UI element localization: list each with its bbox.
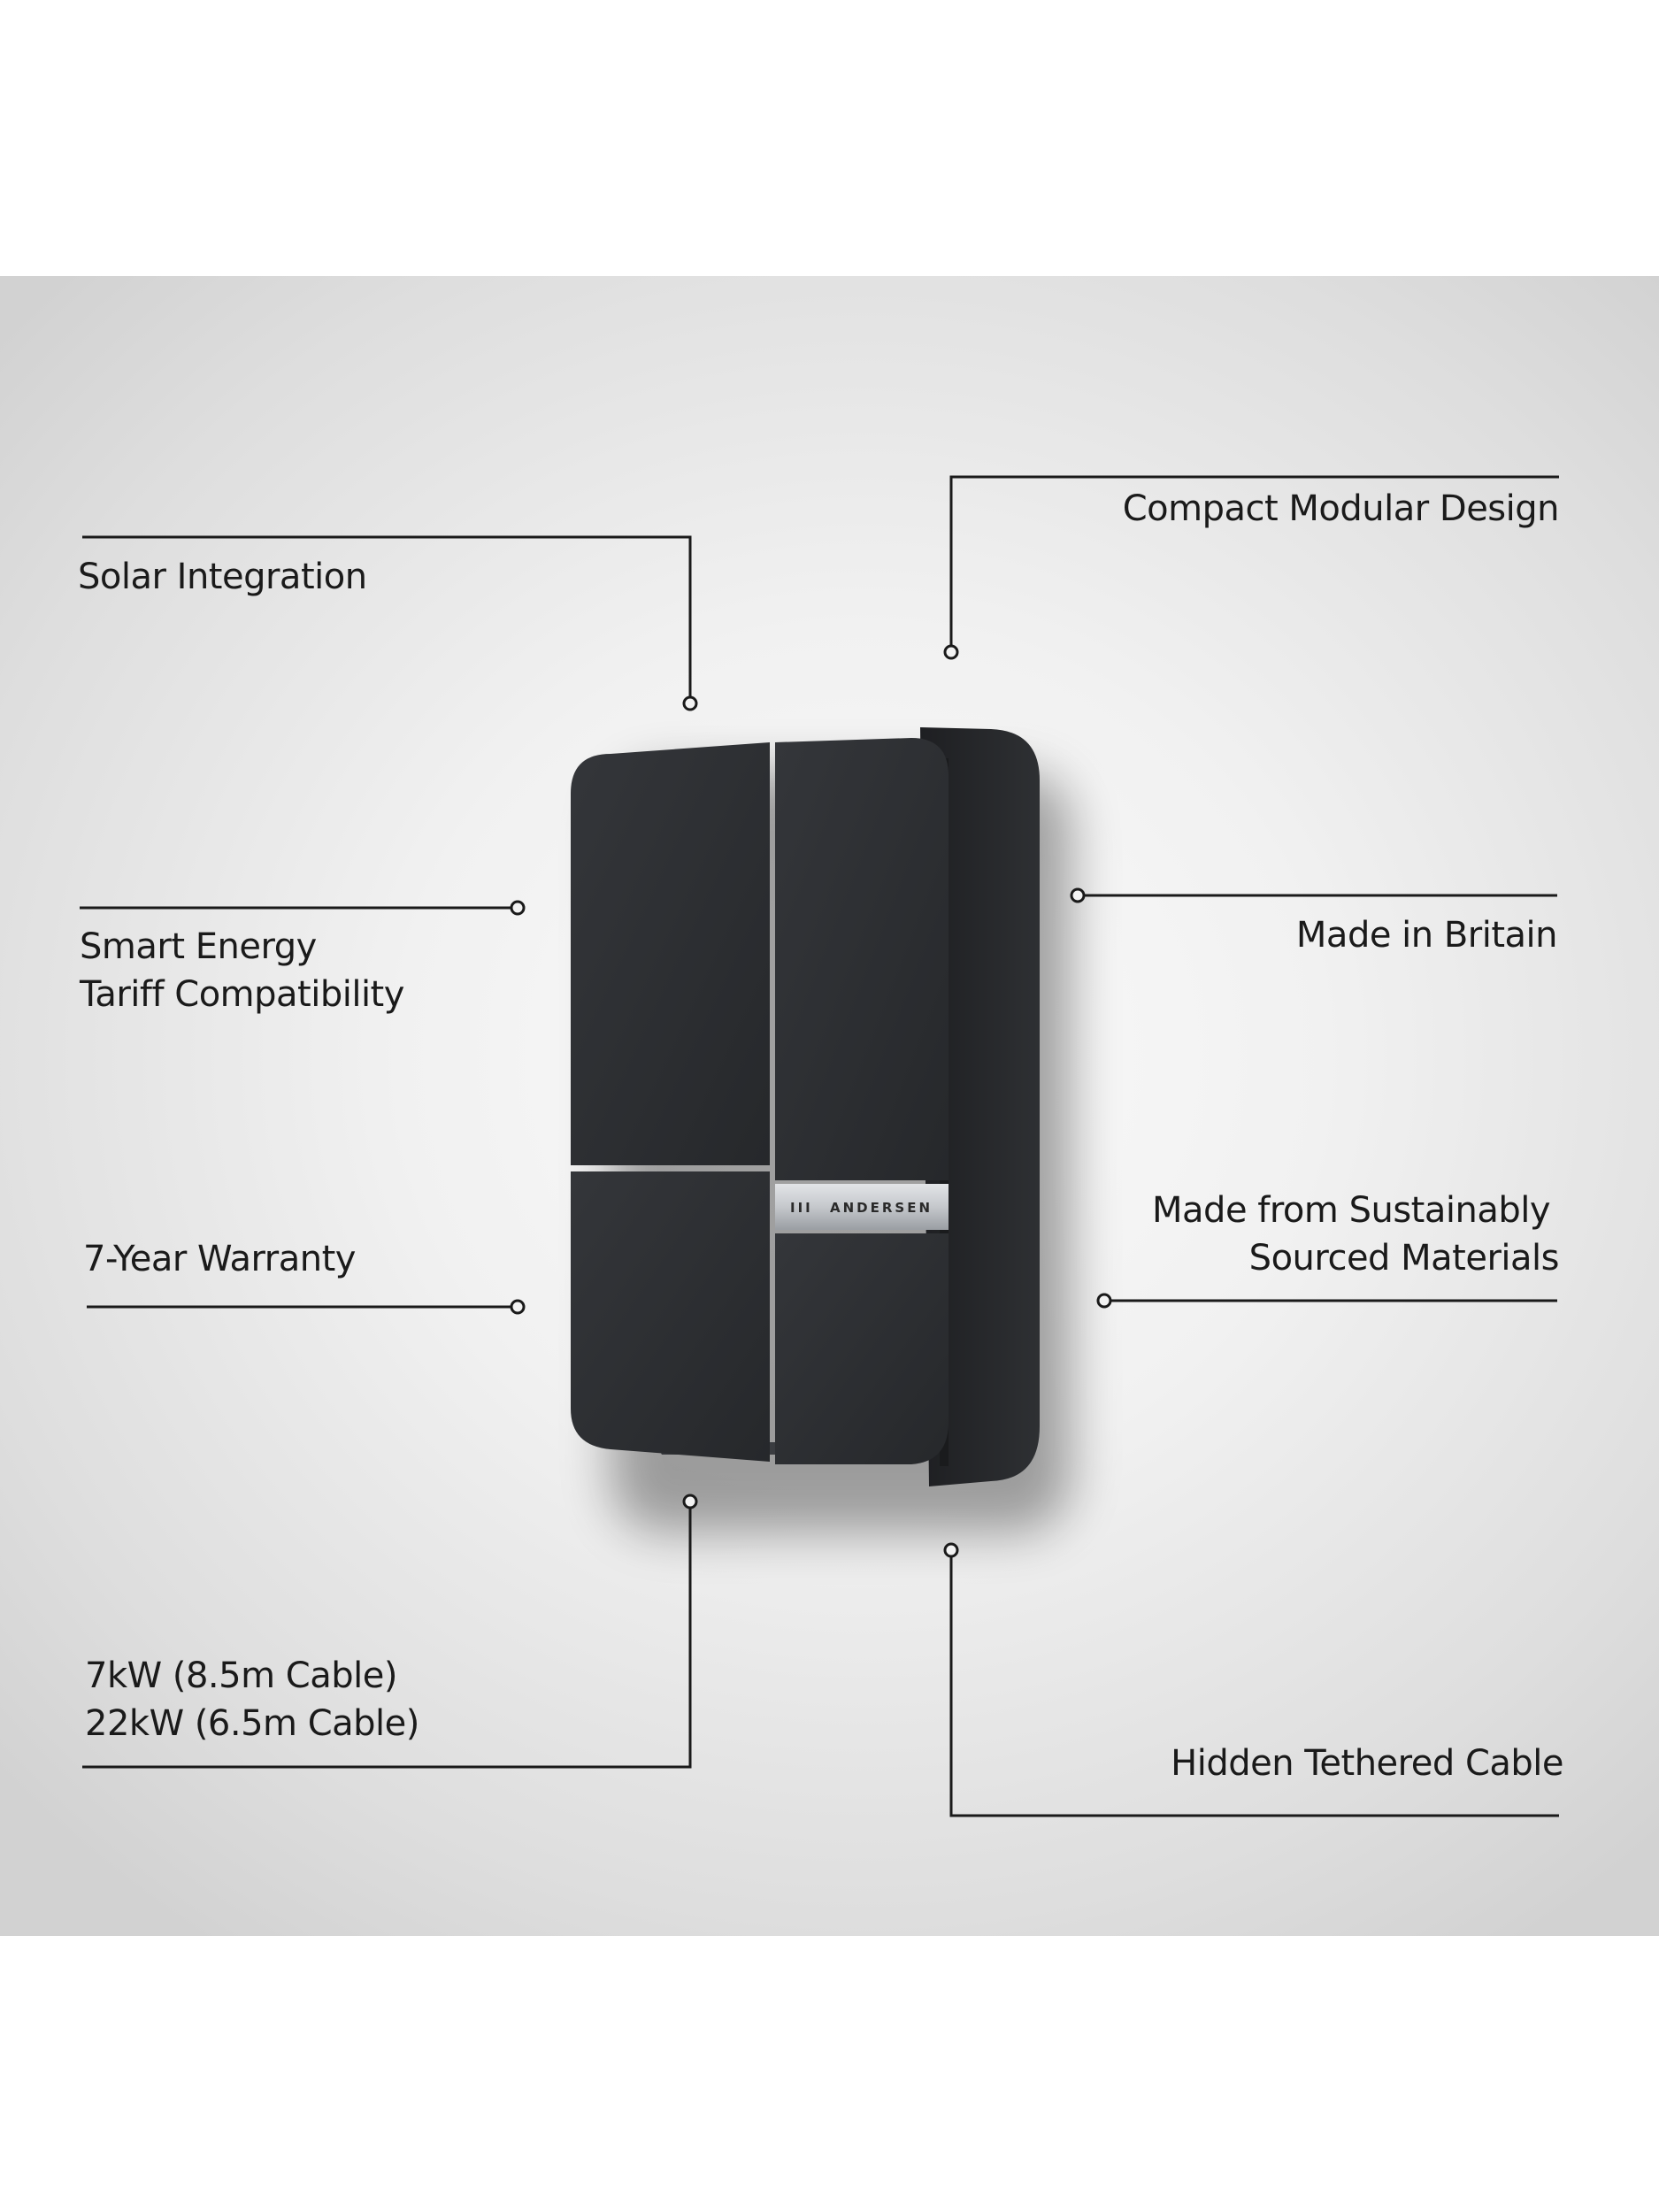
feature-sustain-line1: Made from Sustainably [1152, 1190, 1550, 1231]
dot-smart [510, 900, 526, 916]
front-panel-bottom-right [775, 1233, 949, 1464]
feature-britain: Made in Britain [1295, 915, 1558, 956]
front-panel-top-left [571, 742, 770, 1165]
feature-solar: Solar Integration [78, 557, 367, 597]
feature-cable-line2: 22kW (6.5m Cable) [85, 1703, 419, 1744]
leader-hidden [949, 1555, 1559, 1817]
device-side [920, 727, 1040, 1486]
device-illustration: III ANDERSEN [80, 475, 1559, 1817]
feature-warranty: 7-Year Warranty [83, 1239, 356, 1279]
brand-name: ANDERSEN [830, 1200, 933, 1216]
leader-dots [510, 644, 1112, 1558]
dot-solar [682, 695, 698, 711]
front-panel-top-right [775, 738, 949, 1180]
leader-lines [80, 475, 1559, 1817]
feature-hidden-cable: Hidden Tethered Cable [1171, 1743, 1563, 1784]
feature-sustain: Made from Sustainably Sourced Materials [1152, 1187, 1559, 1282]
leader-cable [82, 1506, 692, 1769]
dot-cable [682, 1494, 698, 1509]
feature-smart-energy: Smart Energy Tariff Compatibility [80, 923, 404, 1018]
feature-cable-line1: 7kW (8.5m Cable) [85, 1655, 397, 1696]
front-panel-bottom-left [571, 1171, 770, 1462]
feature-smart-line1: Smart Energy [80, 926, 317, 967]
feature-compact: Compact Modular Design [1122, 488, 1560, 529]
dot-compact [943, 644, 959, 660]
leader-compact [949, 475, 1559, 648]
product-panel: III ANDERSEN [0, 276, 1659, 1936]
dot-warranty [510, 1299, 526, 1315]
badge-marks: III [790, 1200, 813, 1216]
feature-smart-line2: Tariff Compatibility [80, 974, 404, 1015]
feature-cable: 7kW (8.5m Cable) 22kW (6.5m Cable) [85, 1652, 419, 1747]
dot-britain [1070, 887, 1086, 903]
dot-hidden [943, 1542, 959, 1558]
dot-sustain [1096, 1293, 1112, 1309]
brand-badge [775, 1184, 949, 1230]
leader-solar [82, 535, 692, 703]
feature-sustain-line2: Sourced Materials [1248, 1238, 1560, 1279]
